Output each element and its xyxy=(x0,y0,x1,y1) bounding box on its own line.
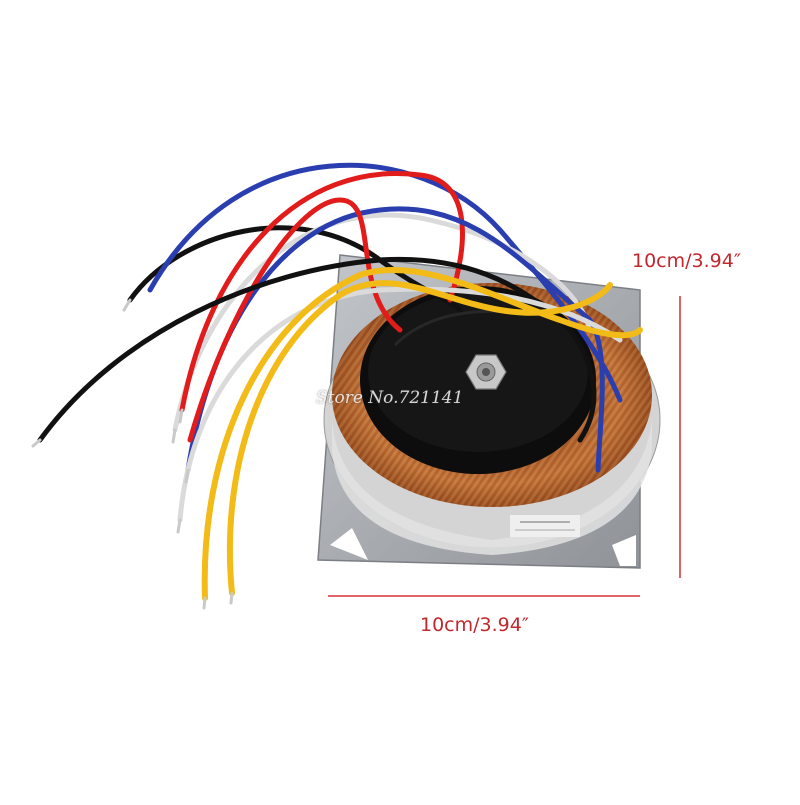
plate-corner-notch xyxy=(330,528,368,560)
width-dimension-label: 10cm/3.94″ xyxy=(420,614,529,636)
transformer-leads xyxy=(31,162,643,610)
plate-corner-notch xyxy=(612,535,636,566)
center-bolt-nut xyxy=(465,354,507,390)
rating-label-sticker xyxy=(510,515,580,537)
dimension-lines xyxy=(328,296,681,597)
height-dimension-label: 10cm/3.94″ xyxy=(632,250,741,272)
store-watermark: Store No.721141 xyxy=(316,388,464,408)
